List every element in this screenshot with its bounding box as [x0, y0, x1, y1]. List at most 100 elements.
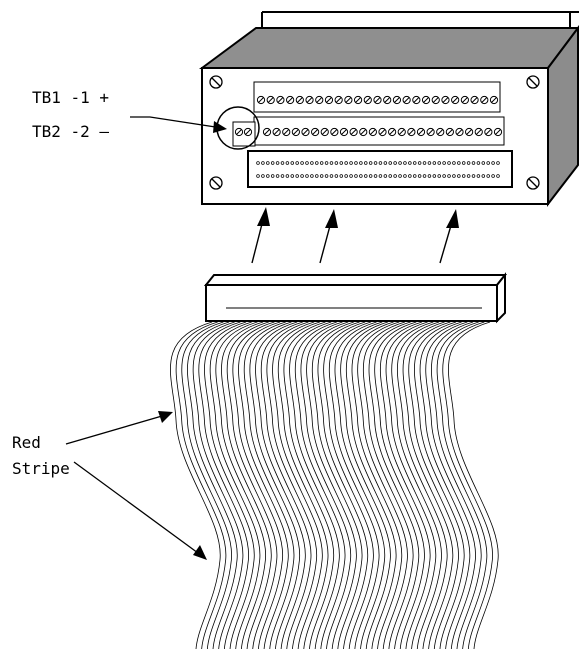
connector-pin — [388, 174, 392, 178]
label-stripe: Stripe — [12, 459, 70, 478]
ribbon-wire — [448, 321, 499, 650]
connector-pin — [344, 161, 348, 165]
ribbon-wire — [323, 321, 374, 650]
connector-pin — [432, 161, 437, 165]
terminal-screw — [426, 127, 435, 137]
ribbon-wire — [419, 321, 471, 650]
terminal-screw — [286, 95, 295, 105]
connector-pin — [324, 174, 329, 178]
ribbon-wire — [328, 321, 380, 650]
terminal-screw — [407, 127, 416, 137]
ribbon-wire — [175, 321, 227, 650]
connector-pin — [349, 174, 353, 178]
connector-pin — [373, 174, 378, 178]
connector-pin — [398, 174, 402, 178]
ribbon-wire — [436, 321, 488, 650]
connector-pin — [261, 174, 265, 178]
connector-pin — [300, 161, 304, 165]
insert-arrow — [319, 209, 338, 264]
connector-pin — [319, 161, 324, 165]
terminal-screw — [344, 95, 353, 105]
connector-pin — [368, 161, 373, 165]
terminal-screw — [402, 95, 411, 105]
connector-pin — [275, 174, 280, 178]
connector-pin — [329, 161, 334, 165]
corner-screw — [209, 75, 223, 89]
terminal-screw — [368, 127, 377, 137]
ribbon-wire — [204, 321, 255, 650]
ribbon-wire — [249, 321, 300, 650]
terminal-screw — [262, 127, 272, 137]
connector-pin — [461, 174, 466, 178]
connector-pin — [437, 161, 441, 165]
connector-pin — [457, 161, 461, 165]
connector-pin — [393, 161, 397, 165]
connector-pin — [383, 161, 388, 165]
connector-pin — [432, 174, 437, 178]
terminal-screw — [282, 127, 291, 137]
terminal-screw — [388, 127, 397, 137]
connector-pin — [290, 174, 295, 178]
ribbon-wire — [226, 321, 278, 650]
connector-pin — [461, 161, 466, 165]
connector-pin — [408, 174, 412, 178]
upper-terminal-row — [256, 95, 499, 105]
terminal-screw — [493, 127, 503, 137]
terminal-screw — [301, 127, 310, 137]
connector-pin — [496, 161, 500, 165]
connector-pin — [305, 161, 309, 165]
connector-pin — [417, 174, 422, 178]
terminal-screw — [359, 127, 368, 137]
connector-pin — [442, 161, 446, 165]
ribbon-wire — [272, 321, 323, 650]
connector-pin — [290, 161, 295, 165]
ribbon-wire — [442, 321, 493, 650]
terminal-screw — [363, 95, 372, 105]
connector-pin — [491, 161, 495, 165]
terminal-screw — [441, 95, 450, 105]
label-tb2: TB2 -2 – — [32, 122, 109, 141]
terminal-screw — [339, 127, 349, 137]
connector-pin — [315, 161, 319, 165]
connector-pin — [324, 161, 329, 165]
corner-screw — [209, 176, 223, 190]
ribbon-wire — [283, 321, 334, 650]
ribbon-wire — [198, 321, 249, 650]
connector-pin — [354, 161, 358, 165]
connector-pin — [481, 161, 486, 165]
connector-pin — [310, 161, 314, 165]
terminal-screw — [334, 95, 343, 105]
ribbon-wire — [385, 321, 437, 650]
connector-pin — [447, 174, 451, 178]
ribbon-wire — [379, 321, 431, 650]
connector-pin — [466, 161, 471, 165]
ribbon-wire — [345, 321, 397, 650]
ribbon-wire — [311, 321, 363, 650]
ribbon-wire — [362, 321, 414, 650]
terminal-screw — [330, 127, 339, 137]
connector-pin — [295, 174, 299, 178]
connector-pin — [417, 161, 422, 165]
terminal-screw-tb — [243, 127, 253, 137]
ribbon-plug-side — [496, 272, 506, 324]
connector-pin — [412, 174, 417, 178]
ribbon-wire — [317, 321, 368, 650]
terminal-screw — [311, 127, 320, 137]
connector-pin — [256, 174, 260, 178]
red-stripe-arrow-lower — [73, 461, 207, 560]
terminal-screw — [480, 95, 489, 105]
connector-pin — [457, 174, 461, 178]
tb-leader-arrowhead — [213, 121, 227, 133]
connector-pin — [266, 174, 270, 178]
connector-pin — [466, 174, 471, 178]
ribbon-wire — [277, 321, 329, 650]
terminal-screw — [353, 95, 363, 105]
ribbon-wire — [368, 321, 420, 650]
connector-pin — [388, 161, 392, 165]
ribbon-plug-body — [205, 284, 498, 322]
connector-pin — [315, 174, 319, 178]
terminal-screw — [378, 127, 387, 137]
terminal-screw — [460, 95, 469, 105]
connector-pin — [359, 161, 363, 165]
terminal-screw — [431, 95, 440, 105]
